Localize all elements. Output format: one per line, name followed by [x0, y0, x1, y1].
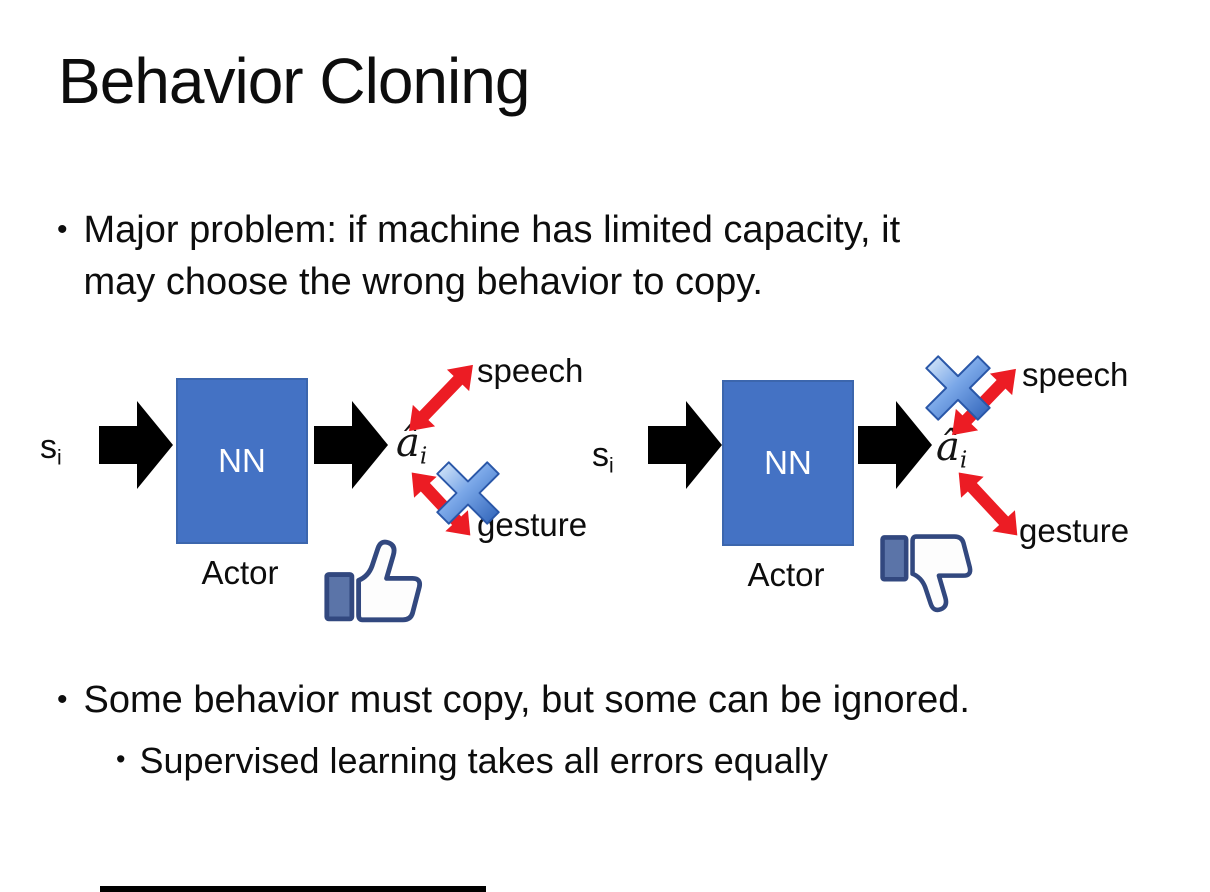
right-nn-box: NN: [722, 380, 854, 546]
bullet-marker: •: [116, 744, 126, 774]
bullet-major-problem: • Major problem: if machine has limited …: [57, 205, 900, 308]
right-cross-mark-icon: [925, 355, 991, 421]
right-gesture-label: gesture: [1019, 512, 1130, 549]
right-output-label: âi: [936, 424, 967, 473]
right-gesture-double-arrow-icon: [946, 461, 1030, 547]
left-speech-double-arrow-icon: [397, 353, 485, 443]
right-output-subscript: i: [959, 446, 968, 474]
right-thumbs-down-icon: [878, 532, 978, 620]
left-gesture-double-arrow-icon: [399, 461, 483, 547]
bullet-marker: •: [57, 213, 68, 246]
left-output-arrow-icon: [314, 399, 388, 491]
slide-title: Behavior Cloning: [58, 45, 530, 117]
bullet-major-problem-text: Major problem: if machine has limited ca…: [84, 205, 901, 308]
left-input-label: si: [40, 428, 62, 470]
bullet-line-2: may choose the wrong behavior to copy.: [83, 260, 763, 303]
bullet-marker: •: [57, 683, 68, 716]
right-output-symbol: â: [936, 424, 960, 470]
right-input-label: si: [592, 436, 614, 478]
left-input-arrow-icon: [99, 399, 173, 491]
left-speech-label: speech: [477, 352, 584, 389]
bullet-some-behavior: • Some behavior must copy, but some can …: [57, 675, 970, 727]
right-input-subscript: i: [609, 454, 614, 478]
left-output-subscript: i: [419, 442, 428, 470]
bullet-line-1: Major problem: if machine has limited ca…: [83, 209, 901, 251]
left-input-subscript: i: [57, 446, 62, 470]
bullet-supervised-learning-text: Supervised learning takes all errors equ…: [139, 740, 828, 781]
right-output-arrow-icon: [858, 399, 932, 491]
bottom-edge-line: [100, 886, 486, 892]
left-nn-box: NN: [176, 378, 308, 544]
right-actor-label: Actor: [747, 556, 825, 593]
left-thumbs-up-icon: [322, 536, 428, 623]
left-output-symbol: â: [396, 420, 420, 466]
left-nn-label: NN: [218, 442, 266, 479]
right-nn-label: NN: [764, 444, 812, 481]
right-input-arrow-icon: [648, 399, 722, 491]
right-speech-label: speech: [1022, 356, 1129, 393]
left-cross-mark-icon: [436, 461, 500, 525]
left-actor-label: Actor: [201, 554, 279, 591]
bullet-some-behavior-text: Some behavior must copy, but some can be…: [83, 679, 970, 721]
right-input-symbol: s: [592, 436, 609, 474]
left-input-symbol: s: [40, 428, 57, 466]
left-output-label: âi: [396, 420, 427, 469]
bullet-supervised-learning: • Supervised learning takes all errors e…: [116, 737, 828, 786]
